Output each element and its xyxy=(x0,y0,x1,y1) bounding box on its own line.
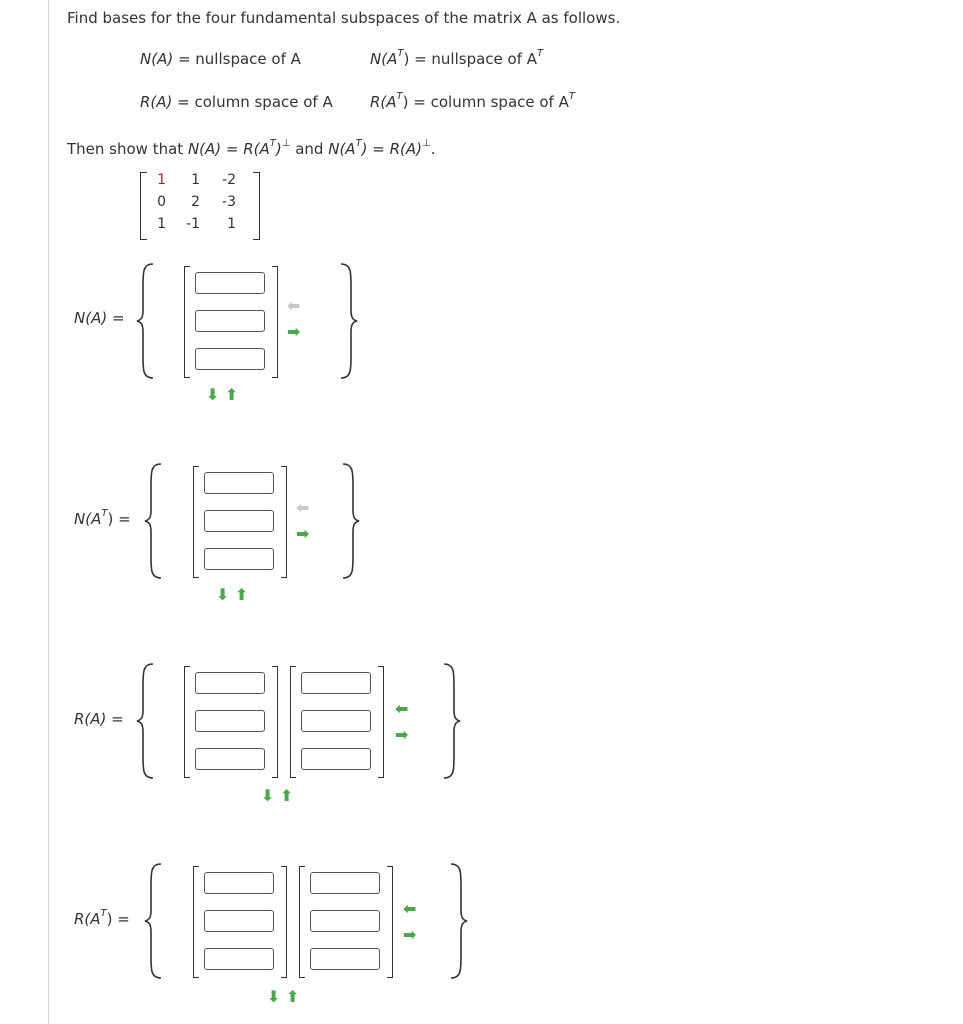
basis-vector-2 xyxy=(299,866,393,978)
vector-entry-input[interactable] xyxy=(204,472,274,494)
vector-entry-input[interactable] xyxy=(310,948,380,970)
down-arrow-icon[interactable]: ⬇ xyxy=(267,987,281,1006)
vector-entry-input[interactable] xyxy=(195,672,265,694)
column-space-a-label: R(A) = xyxy=(74,710,124,728)
set-open-brace xyxy=(144,863,162,979)
matrix-cell: -1 xyxy=(186,216,200,232)
vector-entry-input[interactable] xyxy=(204,910,274,932)
right-arrow-icon[interactable]: ➡ xyxy=(287,322,301,341)
down-arrow-icon[interactable]: ⬇ xyxy=(206,385,220,404)
set-open-brace xyxy=(136,663,154,779)
def-column-space-at: R(AT) = column space of AT xyxy=(370,91,575,112)
left-arrow-icon: ⬅ xyxy=(296,498,310,517)
def-nullspace-a: N(A) = nullspace of A xyxy=(140,50,301,68)
basis-vector-1 xyxy=(193,866,287,978)
matrix-cell: -3 xyxy=(222,194,236,210)
basis-vector-2 xyxy=(290,666,384,778)
matrix-cell: 1 xyxy=(157,216,166,232)
def-column-space-a: R(A) = column space of A xyxy=(140,93,333,111)
vector-entry-input[interactable] xyxy=(301,672,371,694)
matrix-cell: 1 xyxy=(157,172,166,188)
basis-vector-1 xyxy=(193,466,287,578)
matrix-right-bracket xyxy=(253,172,260,240)
vector-entry-input[interactable] xyxy=(310,872,380,894)
column-space-at-label: R(AT) = xyxy=(74,908,130,929)
nullspace-at-label: N(AT) = xyxy=(74,508,131,529)
up-arrow-icon[interactable]: ⬆ xyxy=(286,987,300,1006)
left-arrow-icon: ⬅ xyxy=(287,296,301,315)
vector-entry-input[interactable] xyxy=(301,710,371,732)
up-arrow-icon[interactable]: ⬆ xyxy=(235,585,249,604)
right-arrow-icon[interactable]: ➡ xyxy=(395,725,409,744)
down-arrow-icon[interactable]: ⬇ xyxy=(261,786,275,805)
matrix-a: 1 1 -2 0 2 -3 1 -1 1 xyxy=(140,172,260,240)
matrix-cell: 1 xyxy=(227,216,236,232)
vector-entry-input[interactable] xyxy=(195,272,265,294)
vector-entry-input[interactable] xyxy=(301,748,371,770)
left-arrow-icon[interactable]: ⬅ xyxy=(403,899,417,918)
matrix-cell: -2 xyxy=(222,172,236,188)
set-close-brace xyxy=(340,263,358,379)
show-statement: Then show that N(A) = R(AT)⊥ and N(AT) =… xyxy=(67,138,436,159)
right-arrow-icon[interactable]: ➡ xyxy=(296,524,310,543)
vector-entry-input[interactable] xyxy=(195,710,265,732)
matrix-cell: 1 xyxy=(191,172,200,188)
up-arrow-icon[interactable]: ⬆ xyxy=(280,786,294,805)
vector-entry-input[interactable] xyxy=(195,348,265,370)
left-arrow-icon[interactable]: ⬅ xyxy=(395,699,409,718)
up-arrow-icon[interactable]: ⬆ xyxy=(225,385,239,404)
nullspace-a-label: N(A) = xyxy=(74,309,125,327)
set-open-brace xyxy=(144,463,162,579)
matrix-cell: 2 xyxy=(191,194,200,210)
vector-entry-input[interactable] xyxy=(195,748,265,770)
vector-entry-input[interactable] xyxy=(204,548,274,570)
down-arrow-icon[interactable]: ⬇ xyxy=(216,585,230,604)
vector-entry-input[interactable] xyxy=(204,948,274,970)
vector-entry-input[interactable] xyxy=(204,872,274,894)
vector-entry-input[interactable] xyxy=(310,910,380,932)
basis-vector-1 xyxy=(184,666,278,778)
right-arrow-icon[interactable]: ➡ xyxy=(403,925,417,944)
set-close-brace xyxy=(342,463,360,579)
set-close-brace xyxy=(443,663,461,779)
vector-entry-input[interactable] xyxy=(204,510,274,532)
def-nullspace-at: N(AT) = nullspace of AT xyxy=(370,48,544,69)
left-border xyxy=(48,0,49,1024)
set-close-brace xyxy=(450,863,468,979)
matrix-left-bracket xyxy=(140,172,147,240)
set-open-brace xyxy=(136,263,154,379)
vector-entry-input[interactable] xyxy=(195,310,265,332)
question-intro: Find bases for the four fundamental subs… xyxy=(67,9,621,27)
matrix-cell: 0 xyxy=(157,194,166,210)
basis-vector-1 xyxy=(184,266,278,378)
